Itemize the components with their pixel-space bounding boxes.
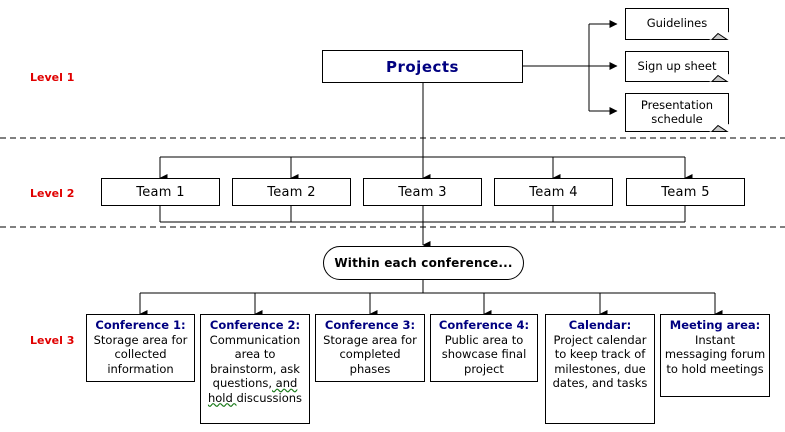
document-box-guidelines[interactable]: Guidelines [625, 8, 729, 40]
page-fold-icon [709, 119, 729, 132]
calendar-title: Calendar: [568, 318, 632, 332]
team-label: Team 4 [529, 184, 578, 200]
team-label: Team 2 [267, 184, 316, 200]
conference-4-body: Public area to showcase final project [441, 332, 527, 376]
conference-4-title: Conference 4: [438, 318, 530, 332]
conference-2-body-part-2: discussions [236, 390, 303, 405]
team-box-5[interactable]: Team 5 [626, 178, 745, 206]
team-box-3[interactable]: Team 3 [363, 178, 482, 206]
level-2-label: Level 2 [30, 187, 75, 200]
level3-box-conference-2[interactable]: Conference 2: Communication area to brai… [200, 314, 310, 424]
sign-up-sheet-label: Sign up sheet [637, 58, 717, 73]
presentation-schedule-line-2: schedule [651, 111, 703, 126]
projects-label: Projects [385, 57, 459, 76]
team-box-4[interactable]: Team 4 [494, 178, 613, 206]
level3-box-conference-1[interactable]: Conference 1: Storage area for collected… [86, 314, 195, 382]
calendar-body: Project calendar to keep track of milest… [552, 332, 648, 391]
projects-box[interactable]: Projects [322, 50, 523, 83]
page-fold-icon [709, 27, 729, 40]
conference-2-body-part-1: Communication area to brainstorm, ask qu… [209, 332, 301, 391]
level-3-label: Level 3 [30, 334, 75, 347]
team-box-1[interactable]: Team 1 [101, 178, 220, 206]
conference-3-body: Storage area for completed phases [323, 332, 417, 376]
level-1-label: Level 1 [30, 71, 75, 84]
team-label: Team 1 [136, 184, 185, 200]
level3-box-calendar[interactable]: Calendar: Project calendar to keep track… [545, 314, 655, 424]
team-box-2[interactable]: Team 2 [232, 178, 351, 206]
conference-3-title: Conference 3: [324, 318, 416, 332]
conference-2-title: Conference 2: [209, 318, 301, 332]
guidelines-label: Guidelines [646, 16, 708, 30]
conference-2-body-spellcheck: and hold [207, 376, 298, 405]
level3-box-meeting-area[interactable]: Meeting area: Instant messaging forum to… [660, 314, 770, 397]
team-label: Team 3 [398, 184, 447, 200]
within-each-conference-node[interactable]: Within each conference... [323, 246, 524, 280]
conference-1-body: Storage area for collected information [93, 332, 188, 376]
presentation-schedule-line-1: Presentation [640, 97, 714, 112]
meeting-area-body: Instant messaging forum to hold meetings [664, 332, 766, 376]
level3-box-conference-3[interactable]: Conference 3: Storage area for completed… [315, 314, 425, 382]
conference-1-title: Conference 1: [95, 318, 186, 332]
document-box-presentation-schedule[interactable]: Presentation schedule [625, 93, 729, 132]
within-each-conference-label: Within each conference... [334, 256, 513, 270]
meeting-area-title: Meeting area: [669, 318, 761, 332]
level3-box-conference-4[interactable]: Conference 4: Public area to showcase fi… [430, 314, 538, 382]
conference-2-body: Communication area to brainstorm, ask qu… [203, 333, 307, 406]
document-box-sign-up-sheet[interactable]: Sign up sheet [625, 51, 729, 82]
team-label: Team 5 [661, 184, 710, 200]
